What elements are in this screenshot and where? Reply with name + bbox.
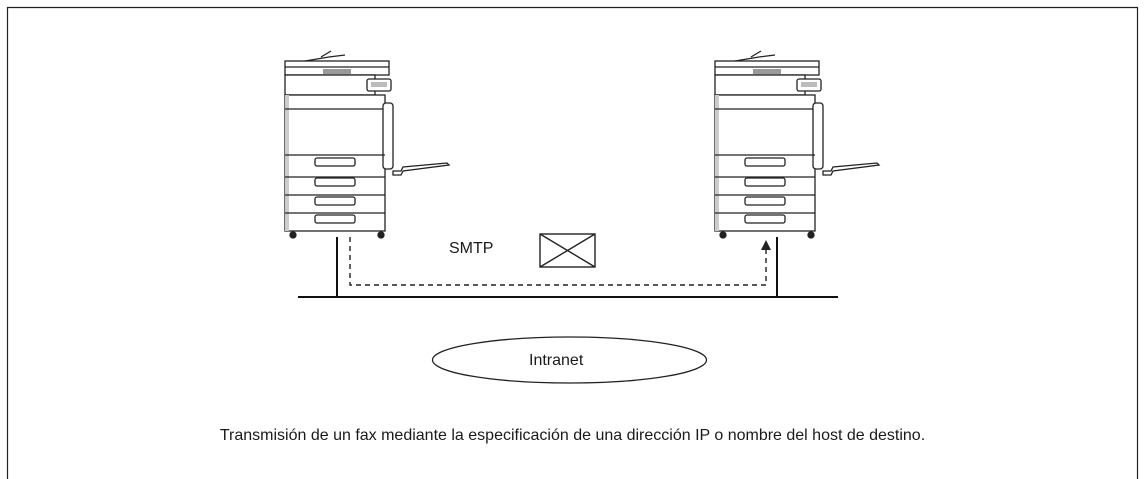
protocol-label: SMTP (449, 240, 494, 257)
figure-caption: Transmisión de un fax mediante la especi… (219, 427, 926, 444)
frame-border (6, 6, 1139, 479)
intranet-cloud (431, 336, 708, 384)
printer-icon (284, 50, 451, 239)
network-label: Intranet (529, 352, 584, 369)
arrow-up-icon (761, 240, 771, 250)
transmission-path (349, 237, 767, 286)
printer-icon (714, 50, 881, 239)
envelope-icon (539, 233, 596, 268)
